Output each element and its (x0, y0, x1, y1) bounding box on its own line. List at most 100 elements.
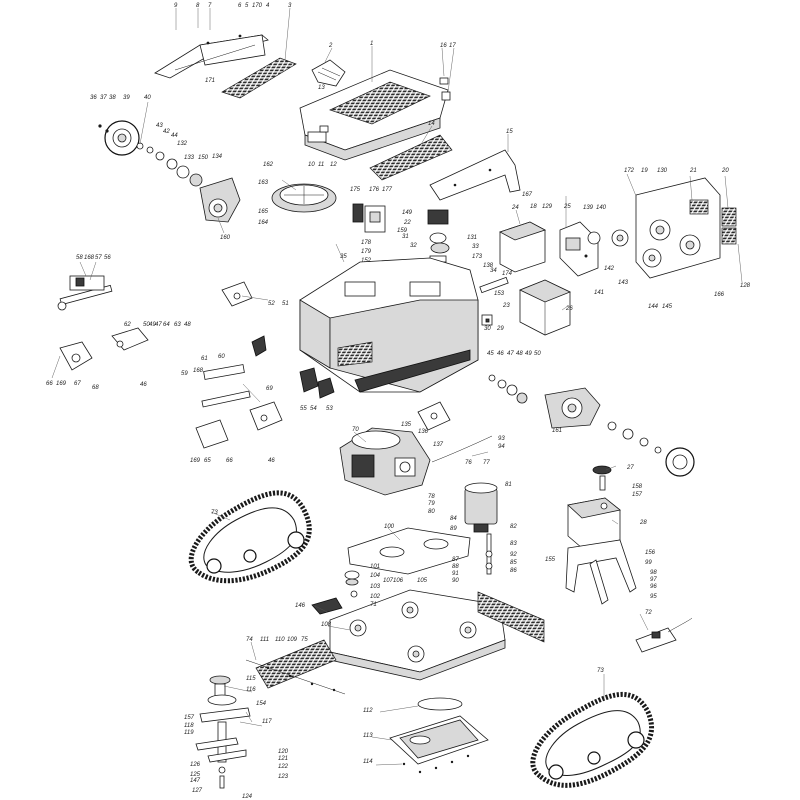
callout-51: 51 (282, 301, 289, 307)
callout-158: 158 (632, 484, 643, 490)
callout-146: 146 (295, 603, 306, 609)
deck-108 (329, 589, 506, 681)
callout-50-b: 50 (534, 351, 541, 357)
callout-63: 63 (174, 322, 181, 328)
callout-172: 172 (624, 168, 635, 174)
callout-60: 60 (218, 354, 225, 360)
callout-132: 132 (177, 141, 188, 147)
callout-65: 65 (204, 458, 211, 464)
callout-66-b: 66 (226, 458, 233, 464)
cover-bracket (154, 34, 269, 79)
callout-32: 32 (410, 243, 417, 249)
callout-10: 10 (308, 162, 315, 168)
engine (339, 427, 431, 496)
callout-47-b: 47 (507, 351, 514, 357)
callout-136: 136 (418, 429, 429, 435)
part-146 (311, 597, 343, 615)
callout-36: 36 (90, 95, 97, 101)
callout-116: 116 (246, 687, 256, 693)
callout-119: 119 (184, 730, 194, 736)
gearbox-right (544, 387, 601, 429)
callout-154: 154 (256, 701, 267, 707)
callout-157-b: 157 (184, 715, 195, 721)
callout-102: 102 (370, 594, 381, 600)
callout-82: 82 (510, 524, 517, 530)
callout-127: 127 (192, 788, 203, 794)
callout-23: 23 (502, 303, 510, 309)
vent-20-21 (721, 207, 737, 245)
callout-169: 169 (56, 381, 67, 387)
clip-10-11-12 (307, 125, 329, 143)
callout-40: 40 (144, 95, 151, 101)
callout-8: 8 (196, 3, 200, 9)
callout-69: 69 (266, 386, 273, 392)
callout-48-b: 48 (516, 351, 523, 357)
callout-50: 50 (143, 322, 150, 328)
callout-176: 176 (369, 187, 380, 193)
callout-143: 143 (618, 280, 629, 286)
callout-18: 18 (530, 204, 537, 210)
callout-163: 163 (258, 180, 269, 186)
callout-81: 81 (505, 482, 512, 488)
callout-109: 109 (287, 637, 298, 643)
callout-39: 39 (123, 95, 130, 101)
callout-72: 72 (645, 610, 652, 616)
callout-101: 101 (370, 564, 380, 570)
callout-167: 167 (522, 192, 533, 198)
screw-row (402, 754, 470, 774)
sprocket-right (607, 421, 695, 477)
cap-27 (592, 465, 612, 491)
gearbox-left (199, 177, 241, 223)
callout-27: 27 (626, 465, 634, 471)
callout-5: 5 (245, 3, 249, 9)
callout-92: 92 (510, 552, 517, 558)
plate-100 (347, 527, 471, 575)
callout-21: 21 (689, 168, 697, 174)
callout-115: 115 (246, 676, 256, 682)
callout-66: 66 (46, 381, 53, 387)
callout-24: 24 (511, 205, 519, 211)
callout-125: 125 (190, 772, 201, 778)
callout-94: 94 (498, 444, 505, 450)
callout-161: 161 (552, 428, 562, 434)
callout-107: 107 (383, 578, 394, 584)
grille-3 (221, 57, 297, 99)
callout-150: 150 (198, 155, 209, 161)
callout-141: 141 (594, 290, 604, 296)
callout-7: 7 (208, 3, 212, 9)
callout-89: 89 (450, 526, 457, 532)
tray-113 (389, 715, 489, 765)
callout-173: 173 (472, 254, 483, 260)
track-left (188, 490, 312, 584)
callout-28: 28 (639, 520, 647, 526)
cable-93 (431, 435, 493, 463)
callout-29: 29 (496, 326, 504, 332)
callout-110: 110 (275, 637, 285, 643)
callout-147: 147 (190, 778, 201, 784)
callout-61: 61 (201, 356, 208, 362)
callout-37: 37 (100, 95, 107, 101)
callout-178: 178 (361, 240, 372, 246)
callout-98: 98 (650, 570, 657, 576)
callout-54: 54 (310, 406, 317, 412)
callout-58: 58 (76, 255, 83, 261)
callout-1: 1 (370, 41, 373, 47)
callout-85: 85 (510, 560, 517, 566)
callout-71: 71 (370, 602, 377, 608)
cooling-disc (271, 183, 337, 213)
callout-46-b: 46 (497, 351, 504, 357)
callout-75: 75 (301, 637, 308, 643)
callout-42: 42 (163, 129, 170, 135)
callout-38: 38 (109, 95, 116, 101)
callout-77: 77 (483, 460, 490, 466)
callout-111: 111 (260, 637, 269, 643)
callout-4: 4 (266, 3, 270, 9)
callout-70: 70 (352, 427, 359, 433)
linkage-58 (57, 275, 113, 311)
callout-15: 15 (506, 129, 513, 135)
callout-159: 159 (397, 228, 408, 234)
callout-79: 79 (428, 501, 435, 507)
callout-144: 144 (648, 304, 659, 310)
leader-lines (51, 7, 743, 766)
arm-60 (201, 364, 251, 408)
